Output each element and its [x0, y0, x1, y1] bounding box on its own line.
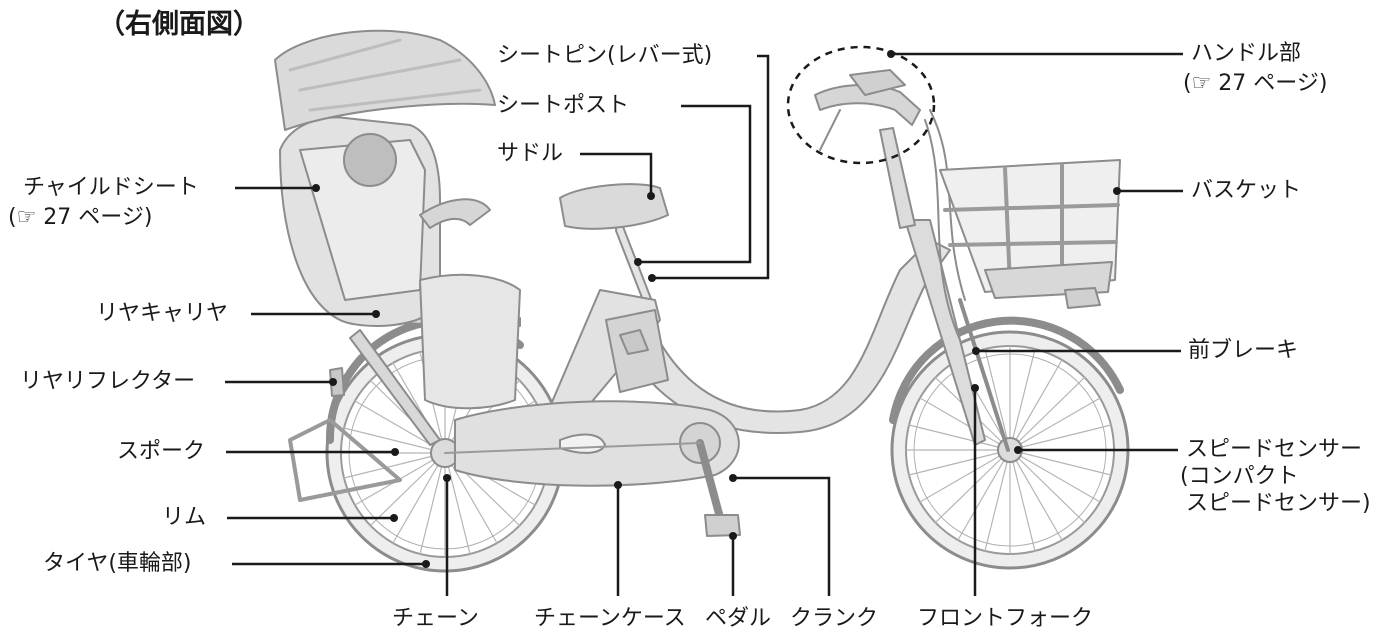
handle-highlight-circle: [786, 45, 936, 165]
label-seat-post: シートポスト: [497, 93, 630, 118]
label-spoke: スポーク: [117, 439, 206, 464]
label-rear-reflector: リヤリフレクター: [20, 369, 196, 394]
label-saddle: サドル: [497, 141, 564, 166]
front-wheel: [889, 316, 1130, 570]
label-speed-sensor: スピードセンサー: [1186, 437, 1363, 462]
child-seat-illustration: [274, 29, 521, 410]
label-tire: タイヤ(車輪部): [43, 551, 192, 576]
label-rim: リム: [162, 505, 207, 530]
leader-dots: [312, 50, 1121, 568]
label-basket: バスケット: [1191, 178, 1302, 203]
label-speed-sensor-compact-2: スピードセンサー): [1186, 491, 1371, 516]
diagram-title: （右側面図）: [98, 9, 260, 40]
label-front-fork: フロントフォーク: [917, 606, 1094, 631]
label-front-brake: 前ブレーキ: [1188, 338, 1299, 363]
label-handle: ハンドル部: [1191, 41, 1302, 66]
label-seat-pin: シートピン(レバー式): [497, 43, 713, 68]
label-crank: クランク: [790, 606, 879, 631]
bicycle-illustration: [274, 29, 1130, 573]
label-handle-reference: (☞ 27 ページ): [1183, 71, 1328, 96]
leader-lines: [225, 52, 1183, 596]
front-basket: [939, 159, 1121, 309]
label-rear-carrier: リヤキャリヤ: [96, 301, 229, 326]
label-chain: チェーン: [392, 606, 479, 631]
label-child-seat-reference: (☞ 27 ページ): [8, 205, 153, 230]
label-speed-sensor-compact: (コンパクト: [1180, 464, 1299, 489]
label-pedal: ペダル: [705, 606, 772, 631]
label-chain-case: チェーンケース: [534, 606, 686, 631]
label-child-seat: チャイルドシート: [23, 175, 199, 200]
